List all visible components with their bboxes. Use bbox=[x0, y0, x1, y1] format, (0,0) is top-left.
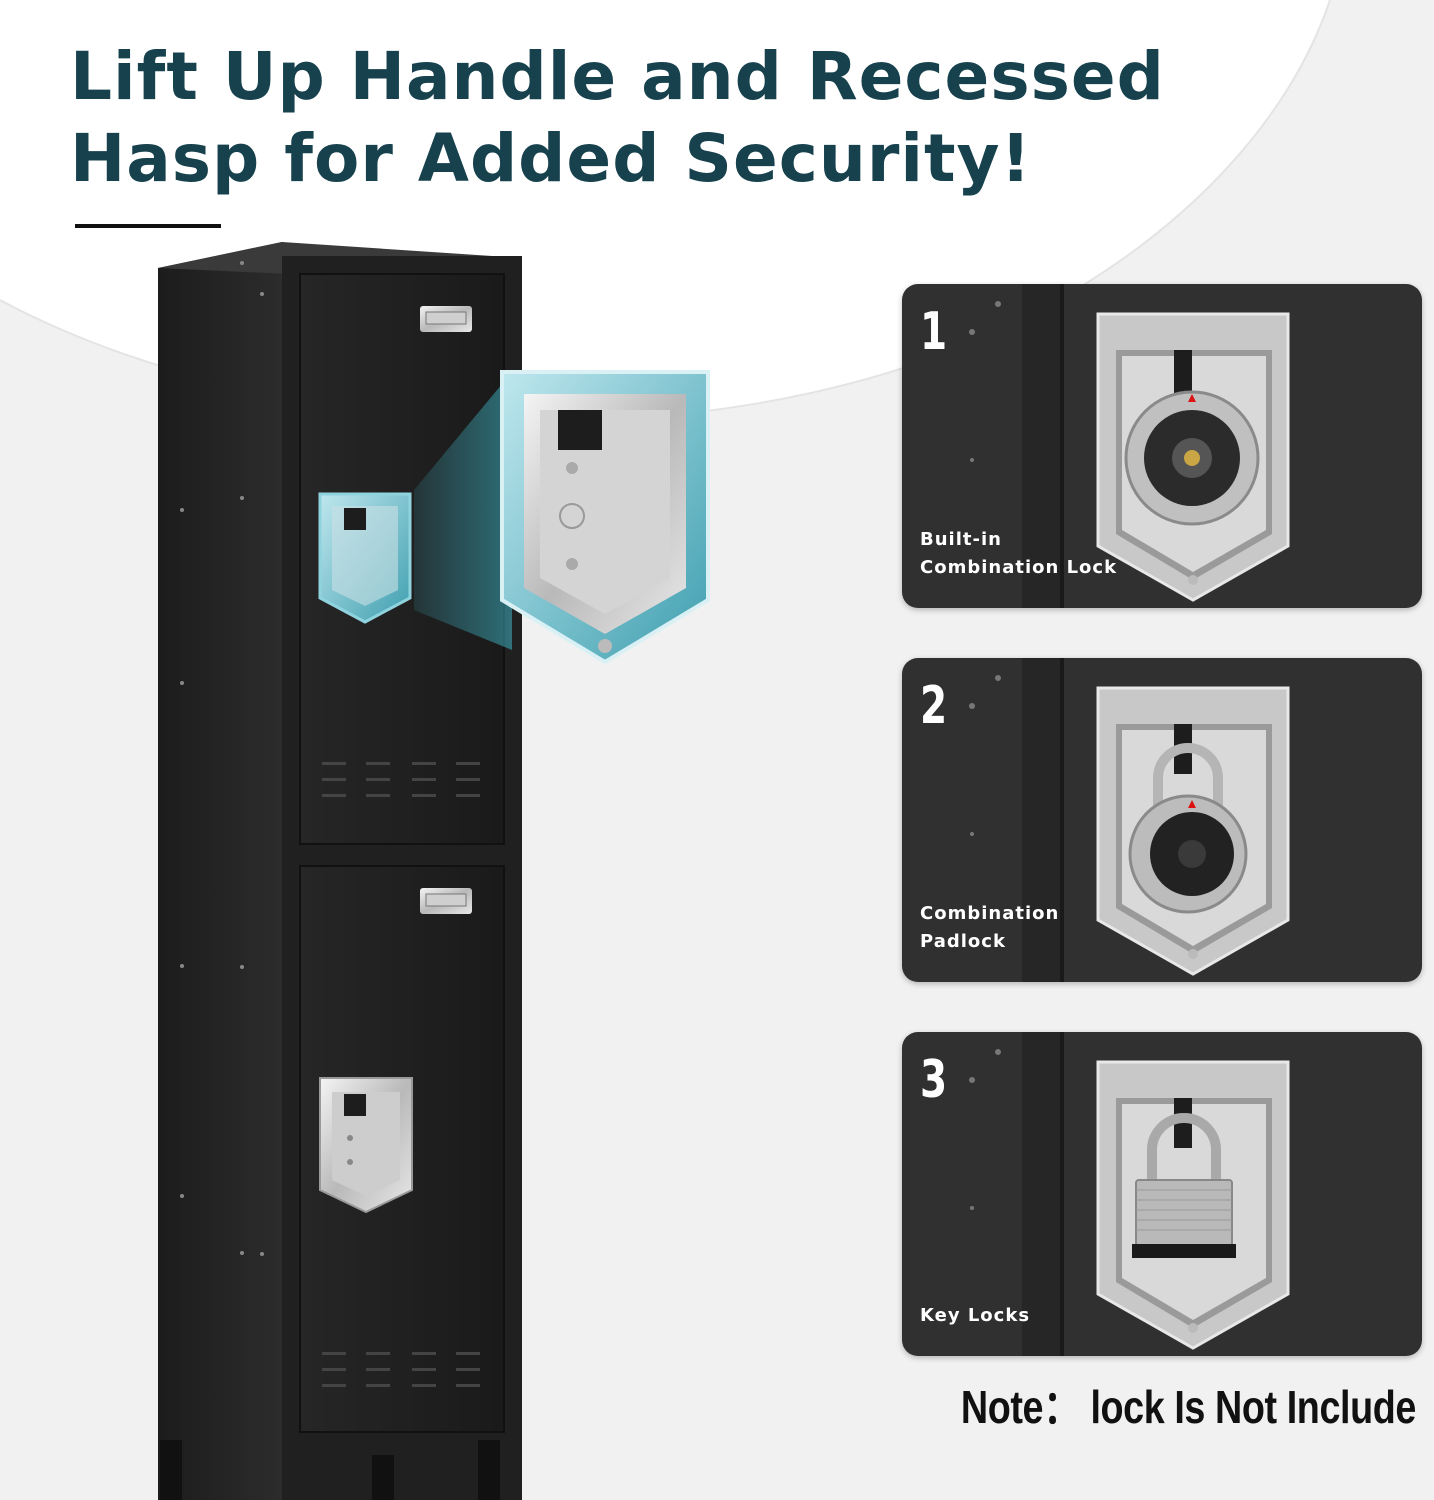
caption-line-2: Padlock bbox=[920, 931, 1006, 952]
lock-option-card-1: 1 Built-in Combination Lock bbox=[902, 284, 1422, 608]
title-underline bbox=[75, 224, 221, 228]
card-number: 1 bbox=[920, 302, 948, 362]
note-text: Note： lock Is Not Include bbox=[960, 1381, 1416, 1433]
card-number: 3 bbox=[920, 1050, 948, 1110]
lock-option-card-2: 2 Combination Padlock bbox=[902, 658, 1422, 982]
card-caption: Combination Padlock bbox=[920, 900, 1059, 956]
card-caption: Key Locks bbox=[920, 1302, 1030, 1330]
locker-illustration bbox=[158, 242, 710, 1500]
caption-line-2: Combination Lock bbox=[920, 557, 1118, 578]
key-padlock-icon bbox=[969, 1032, 1290, 1356]
combination-padlock-icon bbox=[969, 658, 1290, 982]
title-line-2: Hasp for Added Security! bbox=[70, 120, 1032, 197]
title-line-1: Lift Up Handle and Recessed bbox=[70, 38, 1165, 115]
card-number: 2 bbox=[920, 676, 948, 736]
combination-lock-icon bbox=[969, 284, 1290, 608]
caption-line-1: Built-in bbox=[920, 529, 1002, 550]
caption-line-1: Combination bbox=[920, 903, 1060, 924]
caption-line-1: Key Locks bbox=[920, 1305, 1031, 1326]
page-title: Lift Up Handle and Recessed Hasp for Add… bbox=[70, 36, 1165, 200]
lock-option-card-3: 3 Key Locks bbox=[902, 1032, 1422, 1356]
card-caption: Built-in Combination Lock bbox=[920, 526, 1117, 582]
